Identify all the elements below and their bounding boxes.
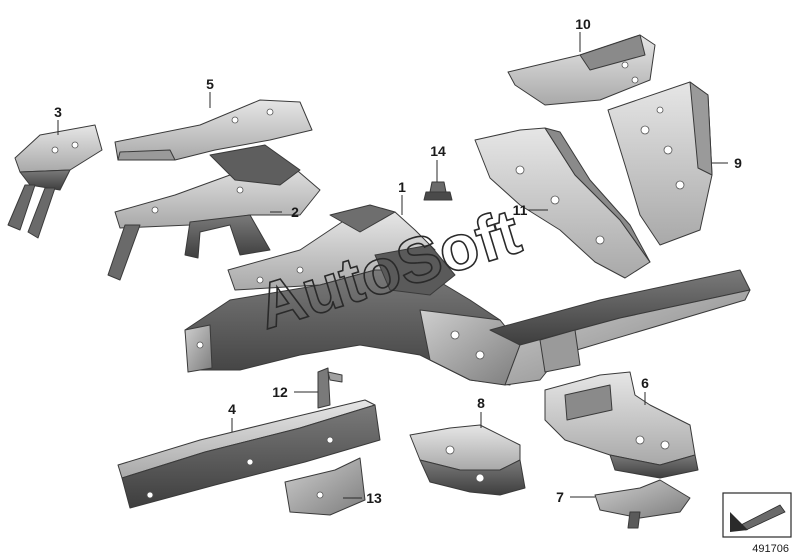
part-6 <box>544 371 699 479</box>
callout-14: 14 <box>430 143 446 159</box>
direction-arrow-icon <box>722 492 792 538</box>
callout-5: 5 <box>206 76 214 92</box>
callout-8: 8 <box>477 395 485 411</box>
longitudinal-rail <box>489 269 751 386</box>
part-4 <box>117 399 381 509</box>
part-8 <box>409 424 526 496</box>
callout-13: 13 <box>366 490 382 506</box>
part-13 <box>284 457 366 516</box>
diagram-number: 491706 <box>752 543 789 555</box>
part-12 <box>317 367 343 409</box>
callout-11: 11 <box>513 202 528 218</box>
part-14 <box>423 181 453 201</box>
callout-9: 9 <box>734 155 742 171</box>
leader-lines <box>57 32 728 499</box>
callout-2: 2 <box>291 204 299 220</box>
part-5 <box>114 99 313 161</box>
callout-12: 12 <box>272 384 288 400</box>
callout-10: 10 <box>575 16 591 32</box>
callout-7: 7 <box>556 489 564 505</box>
callout-labels: 1 2 3 4 5 6 7 8 9 10 11 12 13 14 <box>54 16 742 506</box>
part-9 <box>607 81 713 246</box>
part-3 <box>7 124 103 239</box>
part-11 <box>474 127 651 279</box>
part-2 <box>107 144 321 281</box>
callout-3: 3 <box>54 104 62 120</box>
part-10 <box>507 34 656 106</box>
part-7 <box>594 479 691 529</box>
callout-6: 6 <box>641 375 649 391</box>
callout-1: 1 <box>398 179 406 195</box>
callout-4: 4 <box>228 401 236 417</box>
